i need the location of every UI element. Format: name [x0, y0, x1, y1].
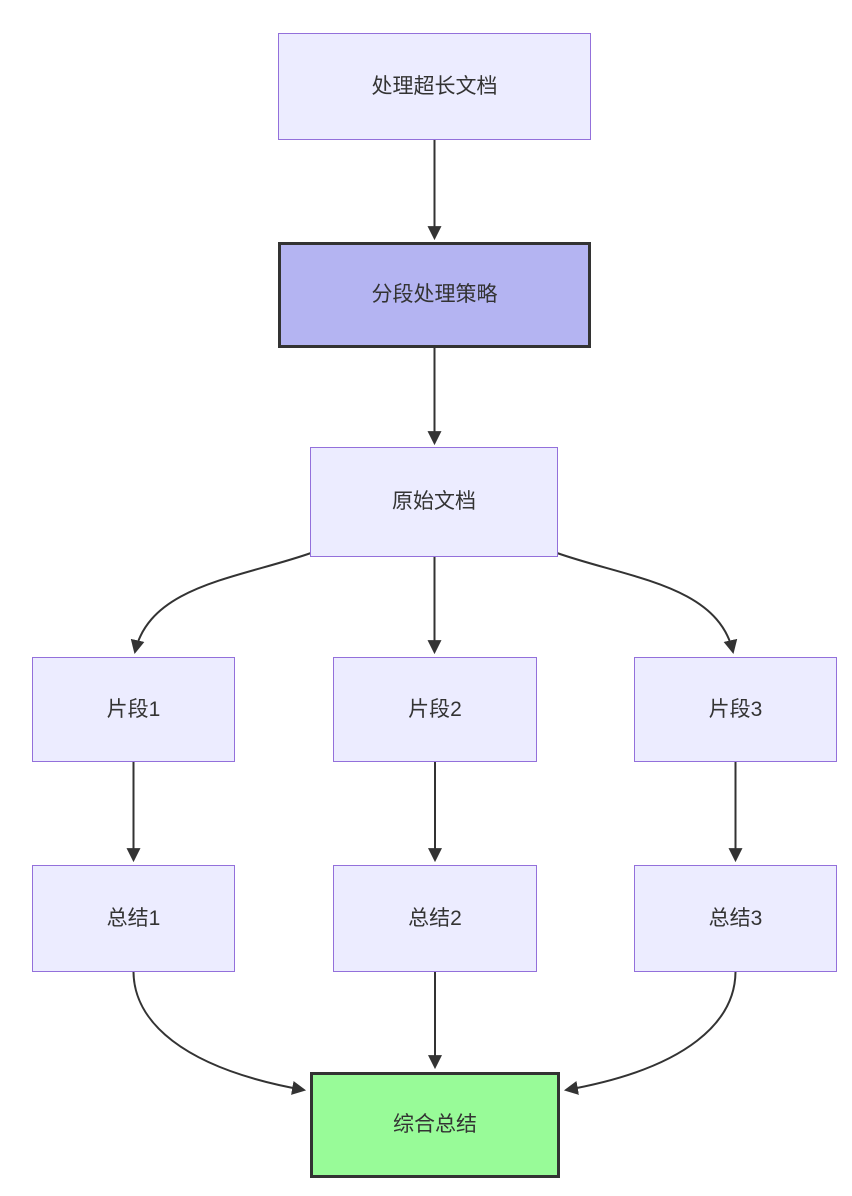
node-summary-3-label: 总结3 [708, 906, 763, 930]
node-chunk-1-label: 片段1 [106, 697, 161, 721]
node-summary-2-label: 总结2 [408, 906, 462, 930]
node-chunk-2-label: 片段2 [408, 697, 462, 721]
node-chunk-2: 片段2 [333, 657, 537, 762]
edge-summary-3-final [563, 971, 737, 1095]
node-final-summary: 综合总结 [310, 1072, 560, 1178]
node-strategy: 分段处理策略 [278, 242, 591, 348]
edge-source-chunk-1 [130, 552, 312, 655]
node-summary-1-label: 总结1 [106, 906, 161, 930]
edge-source-chunk-3 [556, 552, 738, 655]
node-chunk-3-label: 片段3 [708, 697, 763, 721]
node-summary-2: 总结2 [333, 865, 537, 972]
node-source-document-label: 原始文档 [392, 490, 476, 514]
node-chunk-1: 片段1 [32, 657, 235, 762]
node-chunk-3: 片段3 [634, 657, 837, 762]
node-task: 处理超长文档 [278, 33, 591, 140]
node-summary-3: 总结3 [634, 865, 837, 972]
node-task-label: 处理超长文档 [371, 74, 498, 98]
edge-summary-1-final [132, 971, 307, 1095]
node-source-document: 原始文档 [310, 447, 558, 557]
node-final-summary-label: 综合总结 [393, 1113, 477, 1137]
node-strategy-label: 分段处理策略 [371, 283, 498, 307]
node-summary-1: 总结1 [32, 865, 235, 972]
